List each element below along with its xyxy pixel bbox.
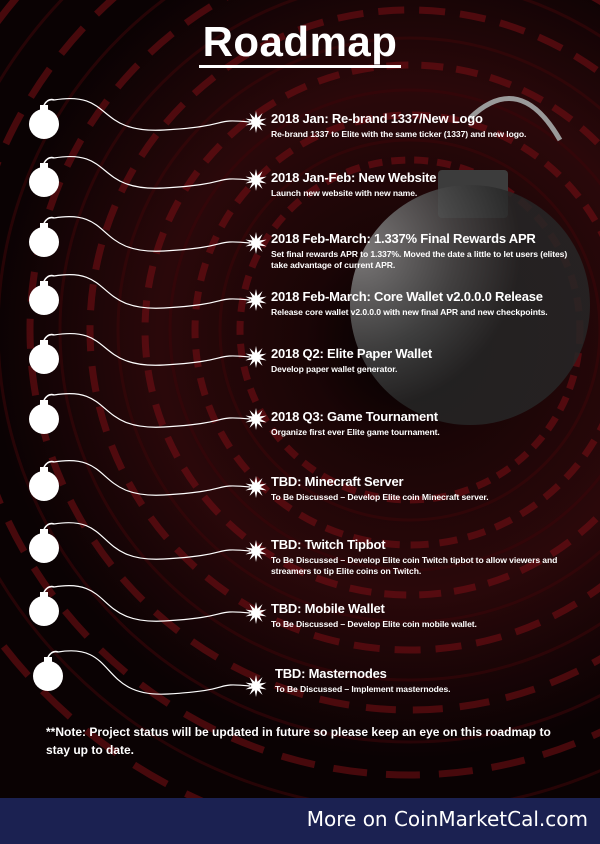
- coinmarketcal-link[interactable]: More on CoinMarketCal.com: [306, 807, 588, 831]
- bomb-icon: [29, 393, 59, 434]
- fuse-line: [53, 274, 251, 309]
- fuse-line: [57, 650, 251, 695]
- bomb-illustration: [350, 95, 590, 425]
- fuse-line: [53, 98, 251, 131]
- bomb-icon: [29, 98, 59, 139]
- roadmap-item-graphic: [29, 393, 267, 434]
- fuse-line: [53, 460, 251, 496]
- roadmap-item-title: TBD: Masternodes: [275, 666, 387, 681]
- bomb-icon: [33, 650, 63, 691]
- roadmap-item-description: Organize first ever Elite game tournamen…: [271, 427, 440, 437]
- roadmap-item-graphic: [29, 274, 267, 315]
- roadmap-item-description: Develop paper wallet generator.: [271, 364, 398, 374]
- roadmap-item-title: 2018 Jan-Feb: New Website: [271, 170, 437, 185]
- bomb-icon: [29, 274, 59, 315]
- spark-icon: [245, 602, 267, 624]
- spark-icon: [245, 111, 267, 133]
- roadmap-item-description: Launch new website with new name.: [271, 188, 418, 198]
- roadmap-item-title: 2018 Q2: Elite Paper Wallet: [271, 346, 433, 361]
- spark-icon: [245, 289, 267, 311]
- roadmap-item-title: TBD: Twitch Tipbot: [271, 537, 386, 552]
- roadmap-item-description: Release core wallet v2.0.0.0 with new fi…: [271, 307, 548, 317]
- roadmap-item-description: To Be Discussed – Develop Elite coin Twi…: [271, 555, 558, 576]
- roadmap-item-graphic: [29, 216, 267, 257]
- roadmap-item-graphic: [29, 460, 267, 501]
- spark-icon: [245, 540, 267, 562]
- bomb-icon: [29, 216, 59, 257]
- bomb-icon: [29, 333, 59, 374]
- roadmap-item-title: 2018 Jan: Re-brand 1337/New Logo: [271, 111, 483, 126]
- roadmap-item-description: To Be Discussed – Implement masternodes.: [275, 684, 451, 694]
- bomb-icon: [29, 522, 59, 563]
- roadmap-item-title: 2018 Feb-March: 1.337% Final Rewards APR: [271, 231, 536, 246]
- roadmap-item-description: To Be Discussed – Develop Elite coin Min…: [271, 492, 489, 502]
- roadmap-item-graphic: [33, 650, 267, 697]
- background-art: [0, 0, 600, 798]
- roadmap-item-graphic: [29, 98, 267, 139]
- roadmap-item-graphic: [29, 156, 267, 197]
- roadmap-item-graphic: [29, 522, 267, 563]
- note-text: **Note: Project status will be updated i…: [46, 725, 551, 757]
- fuse-line: [53, 216, 251, 252]
- spark-icon: [245, 169, 267, 191]
- roadmap-item-title: TBD: Mobile Wallet: [271, 601, 385, 616]
- bomb-icon: [29, 156, 59, 197]
- spark-icon: [245, 232, 267, 254]
- page-title: Roadmap: [0, 18, 600, 68]
- fuse-line: [53, 585, 251, 622]
- fuse-line: [53, 522, 251, 560]
- roadmap-item-description: Re-brand 1337 to Elite with the same tic…: [271, 129, 527, 139]
- fuse-line: [53, 333, 251, 366]
- roadmap-item-title: 2018 Feb-March: Core Wallet v2.0.0.0 Rel…: [271, 289, 543, 304]
- fuse-line: [53, 393, 251, 428]
- roadmap-item-title: TBD: Minecraft Server: [271, 474, 404, 489]
- bomb-icon: [29, 460, 59, 501]
- footer-bar: More on CoinMarketCal.com: [0, 798, 600, 844]
- fuse-line: [53, 156, 251, 189]
- roadmap-item-graphic: [29, 333, 267, 374]
- spark-icon: [245, 346, 267, 368]
- roadmap-item-description: To Be Discussed – Develop Elite coin mob…: [271, 619, 477, 629]
- roadmap-item-description: Set final rewards APR to 1.337%. Moved t…: [271, 249, 568, 270]
- spark-icon: [245, 408, 267, 430]
- roadmap-item-title: 2018 Q3: Game Tournament: [271, 409, 438, 424]
- spark-icon: [245, 476, 267, 498]
- spark-icon: [245, 675, 267, 697]
- roadmap-item-graphic: [29, 585, 267, 626]
- bomb-icon: [29, 585, 59, 626]
